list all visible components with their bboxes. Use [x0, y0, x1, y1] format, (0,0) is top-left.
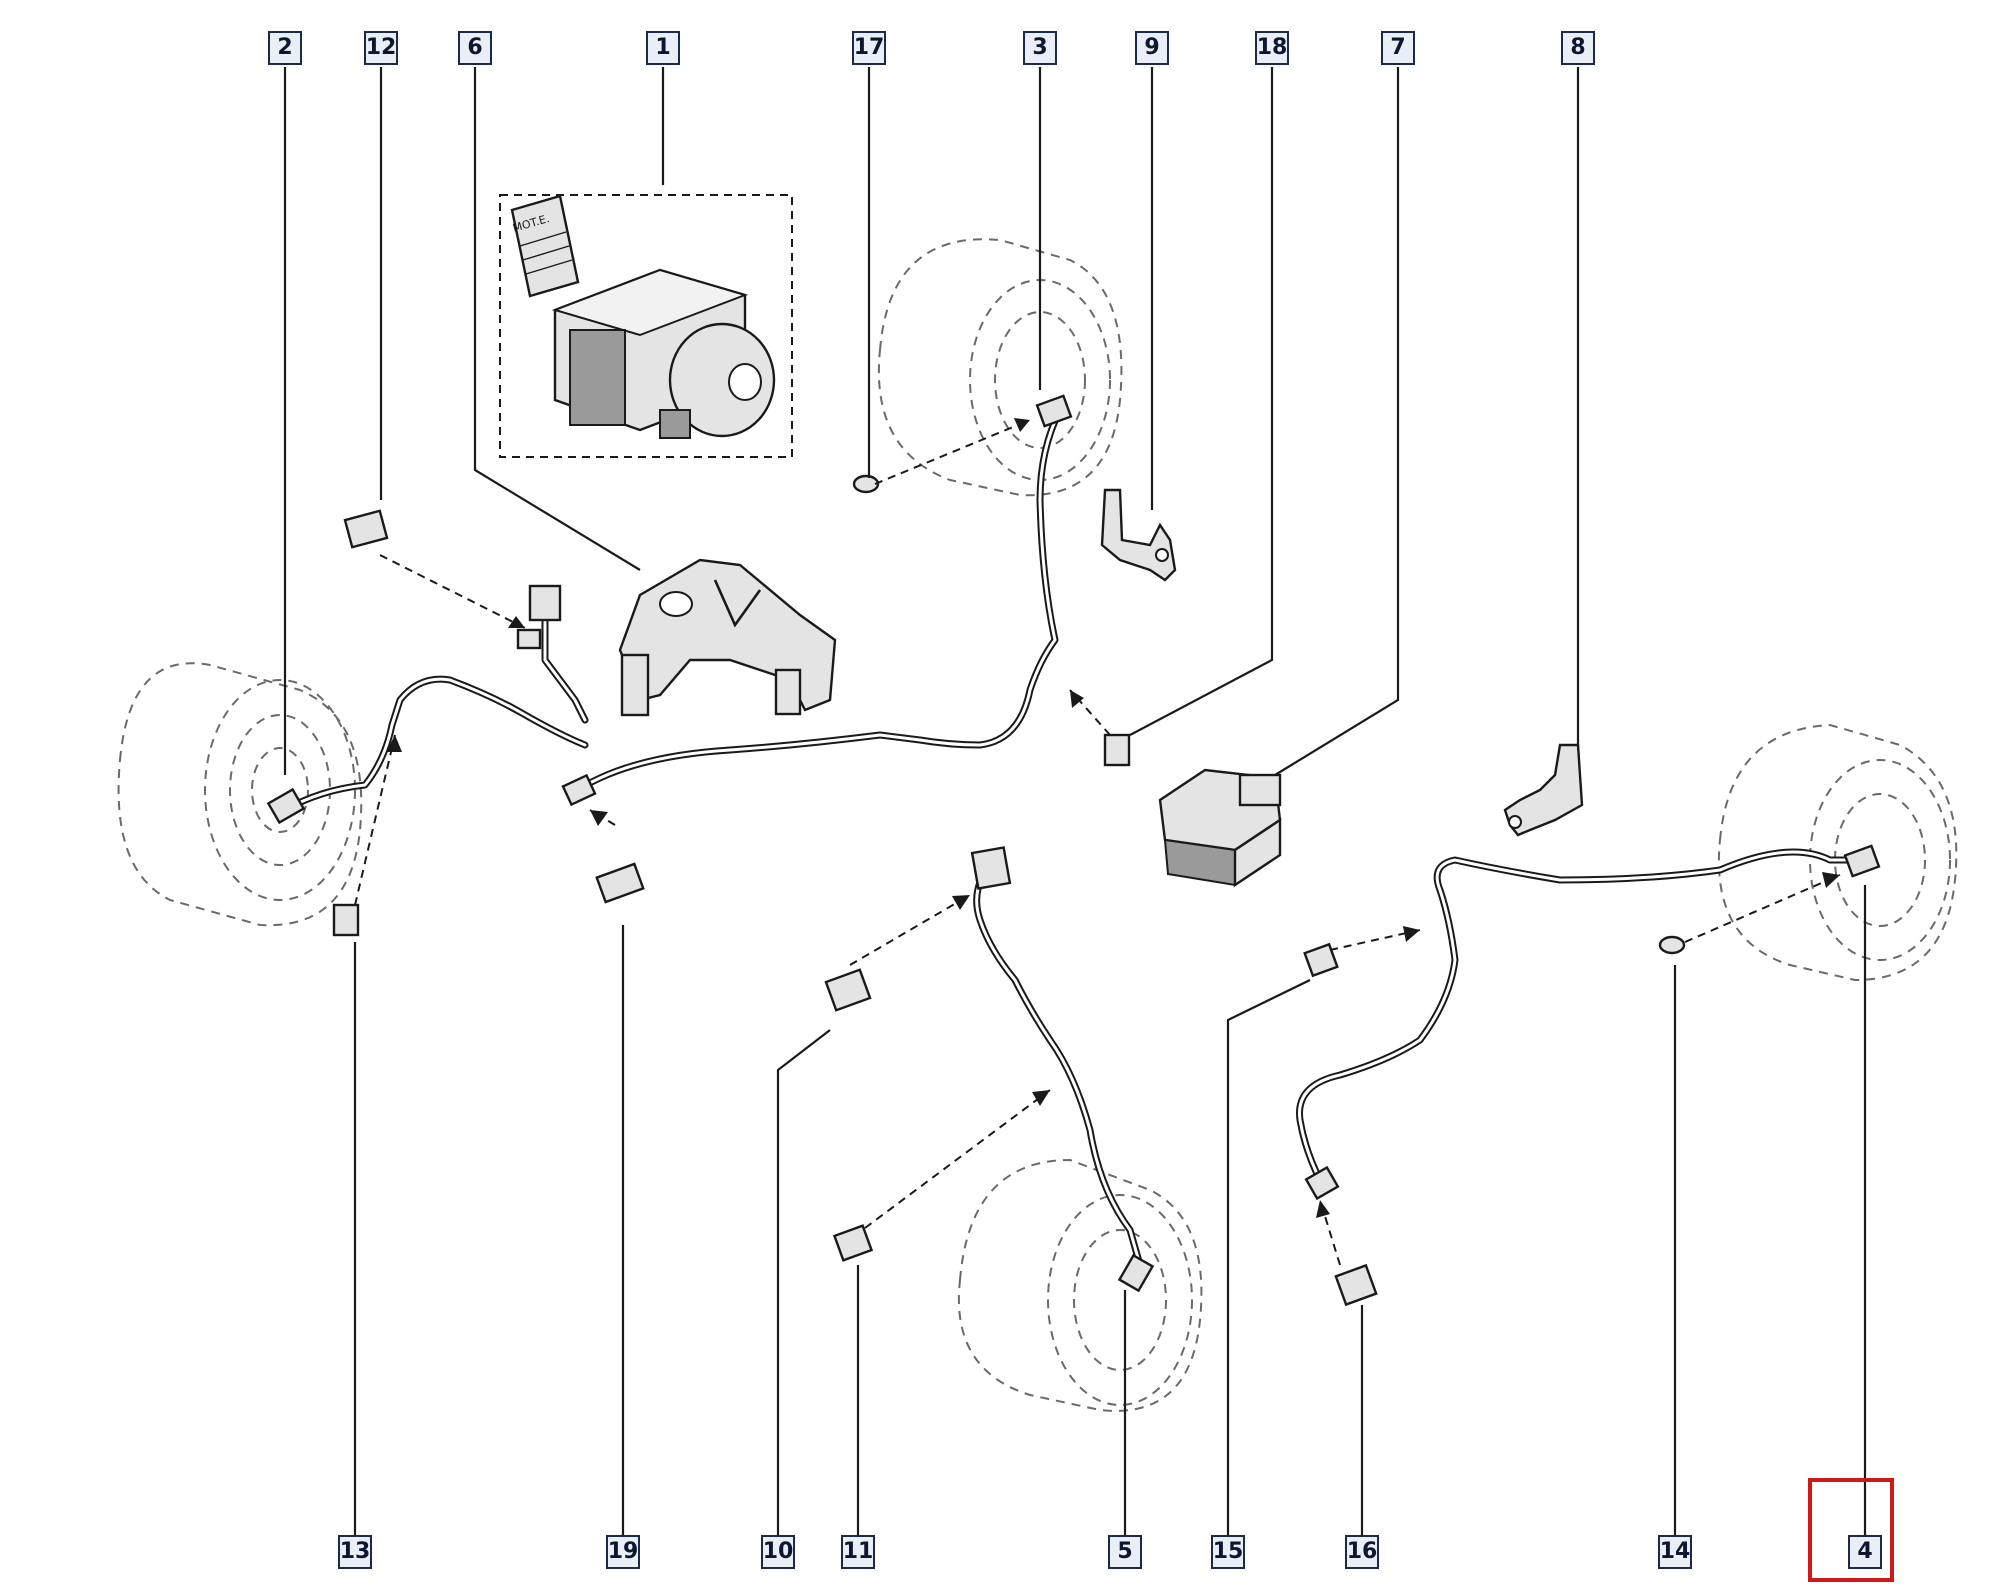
harness-clips [332, 474, 1686, 1307]
harness-front-left [281, 611, 589, 814]
callout-5-label: 5 [1117, 1539, 1133, 1564]
callout-15-label: 15 [1212, 1539, 1244, 1564]
harness-rear-left [973, 861, 1144, 1269]
assembly-dash-lines [354, 419, 1841, 1266]
callout-16[interactable]: 16 [1345, 1535, 1379, 1569]
callout-13-label: 13 [339, 1539, 371, 1564]
callout-17[interactable]: 17 [852, 31, 886, 65]
callout-6[interactable]: 6 [458, 31, 492, 65]
abs-bracket [618, 558, 837, 717]
callout-7[interactable]: 7 [1381, 31, 1415, 65]
yaw-rate-sensor [1158, 768, 1282, 888]
callout-13[interactable]: 13 [338, 1535, 372, 1569]
callout-9[interactable]: 9 [1135, 31, 1169, 65]
wheel-front-right [877, 238, 1123, 497]
callout-8-label: 8 [1570, 35, 1586, 60]
harness-rear-right [1296, 848, 1864, 1184]
callout-16-label: 16 [1346, 1539, 1378, 1564]
callout-14[interactable]: 14 [1658, 1535, 1692, 1569]
abs-hydraulic-unit: MOT.E. [499, 194, 793, 458]
callout-19[interactable]: 19 [606, 1535, 640, 1569]
callout-18[interactable]: 18 [1255, 31, 1289, 65]
callout-11[interactable]: 11 [841, 1535, 875, 1569]
callout-14-label: 14 [1659, 1539, 1691, 1564]
leader-lines [283, 67, 1867, 1535]
callout-4-label: 4 [1857, 1539, 1873, 1564]
assembly-arrows [386, 418, 1840, 1218]
sensor-bracket-front [1100, 488, 1177, 582]
callout-15[interactable]: 15 [1211, 1535, 1245, 1569]
callout-5[interactable]: 5 [1108, 1535, 1142, 1569]
callout-10-label: 10 [762, 1539, 794, 1564]
callout-10[interactable]: 10 [761, 1535, 795, 1569]
wheel-rear-left [957, 1158, 1203, 1412]
wheel-rear-right [1717, 723, 1958, 982]
callout-3[interactable]: 3 [1023, 31, 1057, 65]
callout-8[interactable]: 8 [1561, 31, 1595, 65]
selected-part-highlight [1808, 1478, 1894, 1582]
callout-2-label: 2 [277, 35, 293, 60]
wheel-speed-sensor-heads [266, 394, 1881, 1293]
callout-7-label: 7 [1390, 35, 1406, 60]
callout-11-label: 11 [842, 1539, 874, 1564]
callout-3-label: 3 [1032, 35, 1048, 60]
callout-12-label: 12 [365, 35, 397, 60]
sensor-bracket-rear [1503, 743, 1584, 837]
callout-18-label: 18 [1256, 35, 1288, 60]
harness-front-right [571, 406, 1064, 794]
callout-1-label: 1 [655, 35, 671, 60]
callout-1[interactable]: 1 [646, 31, 680, 65]
callout-2[interactable]: 2 [268, 31, 302, 65]
callout-12[interactable]: 12 [364, 31, 398, 65]
callout-9-label: 9 [1144, 35, 1160, 60]
callout-4[interactable]: 4 [1848, 1535, 1882, 1569]
callout-17-label: 17 [853, 35, 885, 60]
callout-19-label: 19 [607, 1539, 639, 1564]
callout-6-label: 6 [467, 35, 483, 60]
